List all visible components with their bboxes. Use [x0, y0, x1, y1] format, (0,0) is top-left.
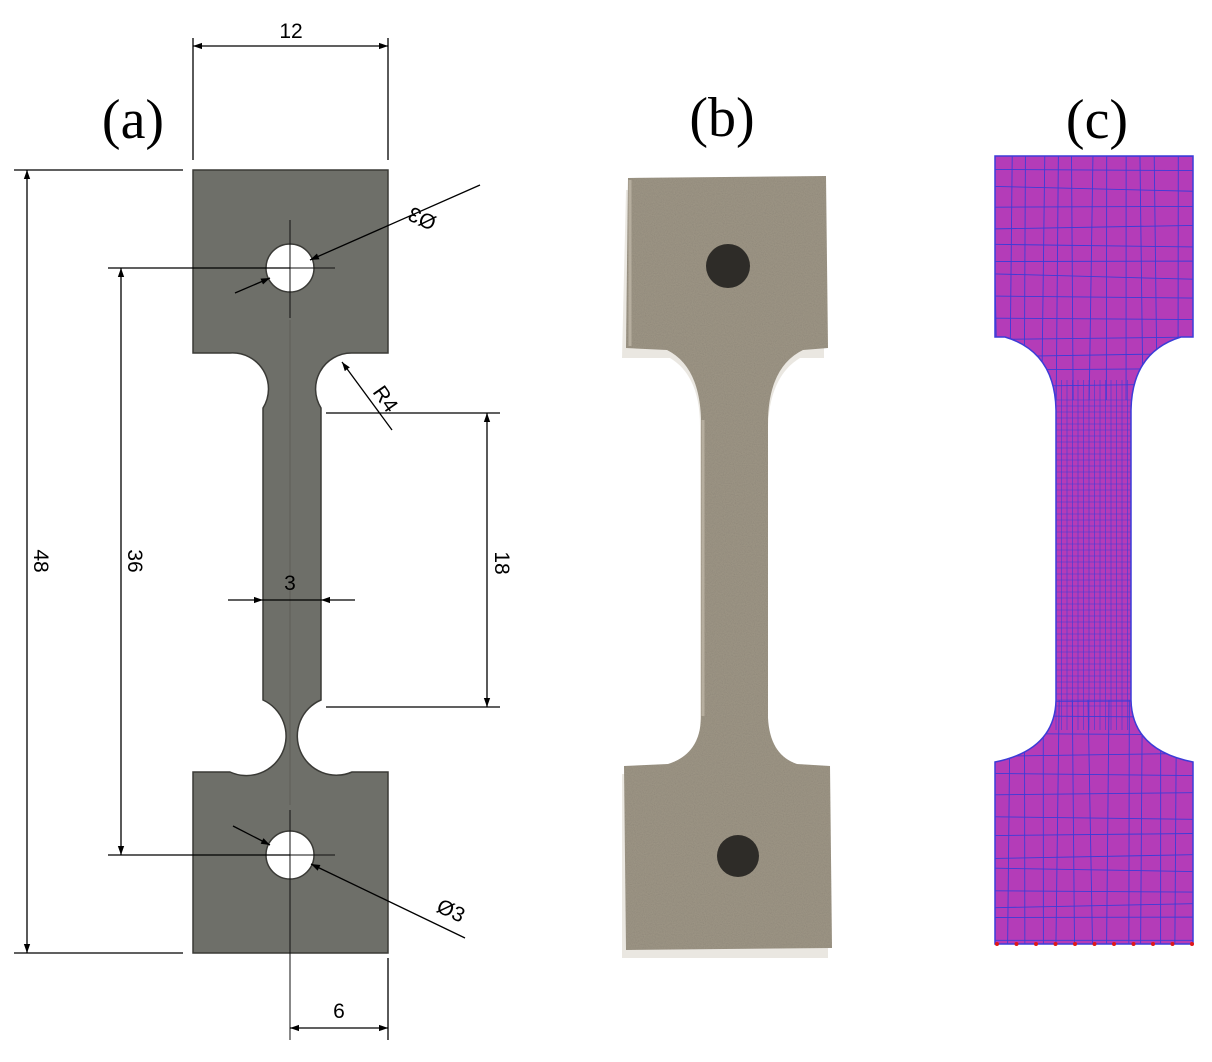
panel-b-photo: (b)	[622, 87, 832, 958]
boundary-mark	[1092, 942, 1097, 946]
dim-gauge-length-label: 18	[490, 551, 513, 574]
panel-a-label: (a)	[102, 89, 164, 151]
photo-bottom-hole	[717, 835, 759, 877]
boundary-condition-marks	[995, 942, 1194, 946]
panel-c-label: (c)	[1066, 89, 1128, 151]
panel-c-mesh: (c)	[994, 89, 1194, 946]
boundary-mark	[1190, 942, 1194, 946]
dim-fillet-radius: R4	[341, 361, 402, 431]
boundary-mark	[1034, 942, 1038, 946]
photo-specimen	[624, 176, 832, 950]
panel-a-drawing: (a) 12 48	[14, 20, 513, 1040]
photo-edge-highlight	[628, 180, 705, 716]
photo-top-hole	[706, 244, 750, 288]
dim-grip-width: 12	[192, 20, 389, 160]
dim-hole-spacing-label: 36	[123, 549, 146, 572]
dim-fillet-radius-label: R4	[368, 382, 402, 417]
dim-hole-offset: 6	[290, 958, 389, 1040]
dim-hole-diameter-top-label: Ø3	[405, 202, 440, 234]
boundary-mark	[1073, 942, 1077, 946]
boundary-mark	[1131, 942, 1136, 946]
dim-hole-diameter-bottom-label: Ø3	[433, 895, 468, 928]
dim-gauge-width: 3	[228, 572, 355, 604]
panel-b-label: (b)	[689, 87, 754, 149]
boundary-mark	[995, 942, 999, 946]
dim-grip-width-label: 12	[279, 20, 302, 43]
dim-gauge-width-label: 3	[284, 572, 296, 595]
boundary-mark	[1014, 942, 1019, 946]
dim-total-length: 48	[14, 169, 183, 954]
boundary-mark	[1151, 942, 1155, 946]
dim-total-length-label: 48	[29, 549, 52, 572]
dim-gauge-length: 18	[326, 412, 513, 708]
dim-hole-offset-label: 6	[333, 1000, 345, 1023]
boundary-mark	[1053, 942, 1058, 946]
dim-hole-spacing: 36	[108, 267, 290, 856]
boundary-mark	[1170, 942, 1175, 946]
boundary-mark	[1112, 942, 1116, 946]
